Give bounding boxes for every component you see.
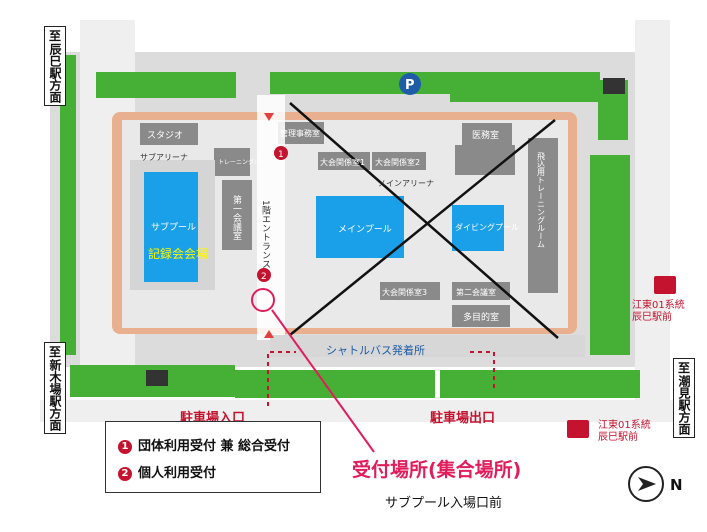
reception-callout-subtitle: サブプール入場口前: [385, 496, 503, 511]
bicycle-icon-top: [603, 78, 625, 94]
label-meeting-room-2: 大会関係室2: [375, 157, 420, 167]
entrance-arrow-top: [264, 113, 274, 121]
label-medical: 医務室: [472, 129, 499, 141]
bicycle-icon-bottom: [146, 370, 168, 386]
label-multipurpose: 多目的室: [463, 311, 499, 323]
north-label: N: [670, 476, 683, 494]
callout-line: [271, 309, 375, 453]
legend-marker-1: 1: [118, 440, 132, 454]
parking-text: P: [405, 78, 415, 93]
label-meeting-room-3: 大会関係室3: [382, 287, 427, 297]
north-arrow-icon: [628, 466, 664, 502]
direction-tatsumi-station: 至 辰巳駅方面: [44, 26, 66, 106]
parking-exit-label: 駐車場出口: [430, 411, 496, 426]
label-main-pool: メインプール: [338, 224, 392, 235]
label-sub-pool: サブプール: [151, 221, 196, 233]
marker-1-text: 1: [278, 150, 284, 160]
label-meeting-room-1: 大会関係室1: [320, 157, 365, 167]
legend-marker-2: 2: [118, 467, 132, 481]
bus-stop-label-upper: 江東01系統 辰巳駅前: [632, 300, 685, 323]
sub-pool: [144, 172, 198, 282]
label-management: 管理事務室: [280, 128, 320, 138]
direction-shiomi-station: 至 潮見駅方面: [673, 358, 695, 438]
parking-paths: [267, 351, 495, 406]
entrance-walkway: [257, 95, 285, 340]
reception-marker-1: [274, 146, 288, 160]
label-jump-training: 飛込用トレーニングルーム: [537, 152, 546, 248]
closed-area-cross: [289, 102, 559, 339]
label-diving-pool: ダイビングプール: [455, 222, 519, 232]
parking-icon: [399, 73, 421, 95]
label-record-venue: 記録会会場: [148, 246, 208, 261]
label-training-room: トレーニングルーム: [218, 158, 272, 166]
reception-highlight-circle: [251, 288, 275, 312]
label-conference-2: 第二会議室: [456, 287, 496, 297]
reception-callout-title: 受付場所(集合場所): [352, 459, 522, 481]
bus-stop-icon-upper: [654, 276, 676, 294]
rooms: [140, 122, 558, 327]
marker-2-text: 2: [261, 272, 267, 282]
label-entrance: 1階エントランス: [260, 200, 271, 269]
main-pool: [316, 196, 404, 258]
shuttle-bus-stop-label: シャトルバス発着所: [326, 344, 425, 357]
shuttle-road: [270, 335, 585, 357]
label-main-arena: メインアリーナ: [378, 179, 434, 188]
entrance-arrow-bottom: [264, 330, 274, 338]
direction-shinkiba-station: 至 新木場駅方面: [44, 342, 66, 434]
bottom-road: [40, 400, 680, 422]
diving-pool: [452, 205, 504, 251]
label-studio: スタジオ: [147, 130, 183, 141]
right-road: [635, 20, 670, 420]
label-sub-arena: サブアリーナ: [140, 152, 188, 162]
bus-stop-label-lower: 江東01系統 辰巳駅前: [598, 420, 651, 443]
reception-marker-2: [257, 268, 271, 282]
label-conference-1: 第一会議室: [231, 194, 242, 240]
bus-stop-icon-lower: [567, 420, 589, 438]
